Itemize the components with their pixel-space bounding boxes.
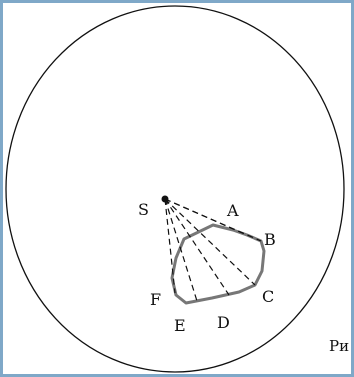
rays	[164, 198, 262, 302]
ray-sc	[164, 198, 256, 286]
ray-se	[164, 198, 198, 302]
label-f: F	[150, 290, 161, 309]
ray-sf	[164, 198, 176, 294]
label-s: S	[138, 200, 149, 219]
figure-caption: Ри	[329, 337, 349, 355]
point-s	[161, 195, 169, 203]
outer-circle	[5, 5, 345, 373]
label-c: C	[262, 287, 274, 306]
label-a: A	[226, 201, 239, 220]
label-d: D	[217, 313, 230, 332]
diagram-canvas: S A B C D E F Ри	[5, 5, 349, 373]
ray-sb	[164, 198, 262, 242]
label-b: B	[264, 230, 276, 249]
label-e: E	[174, 316, 186, 335]
